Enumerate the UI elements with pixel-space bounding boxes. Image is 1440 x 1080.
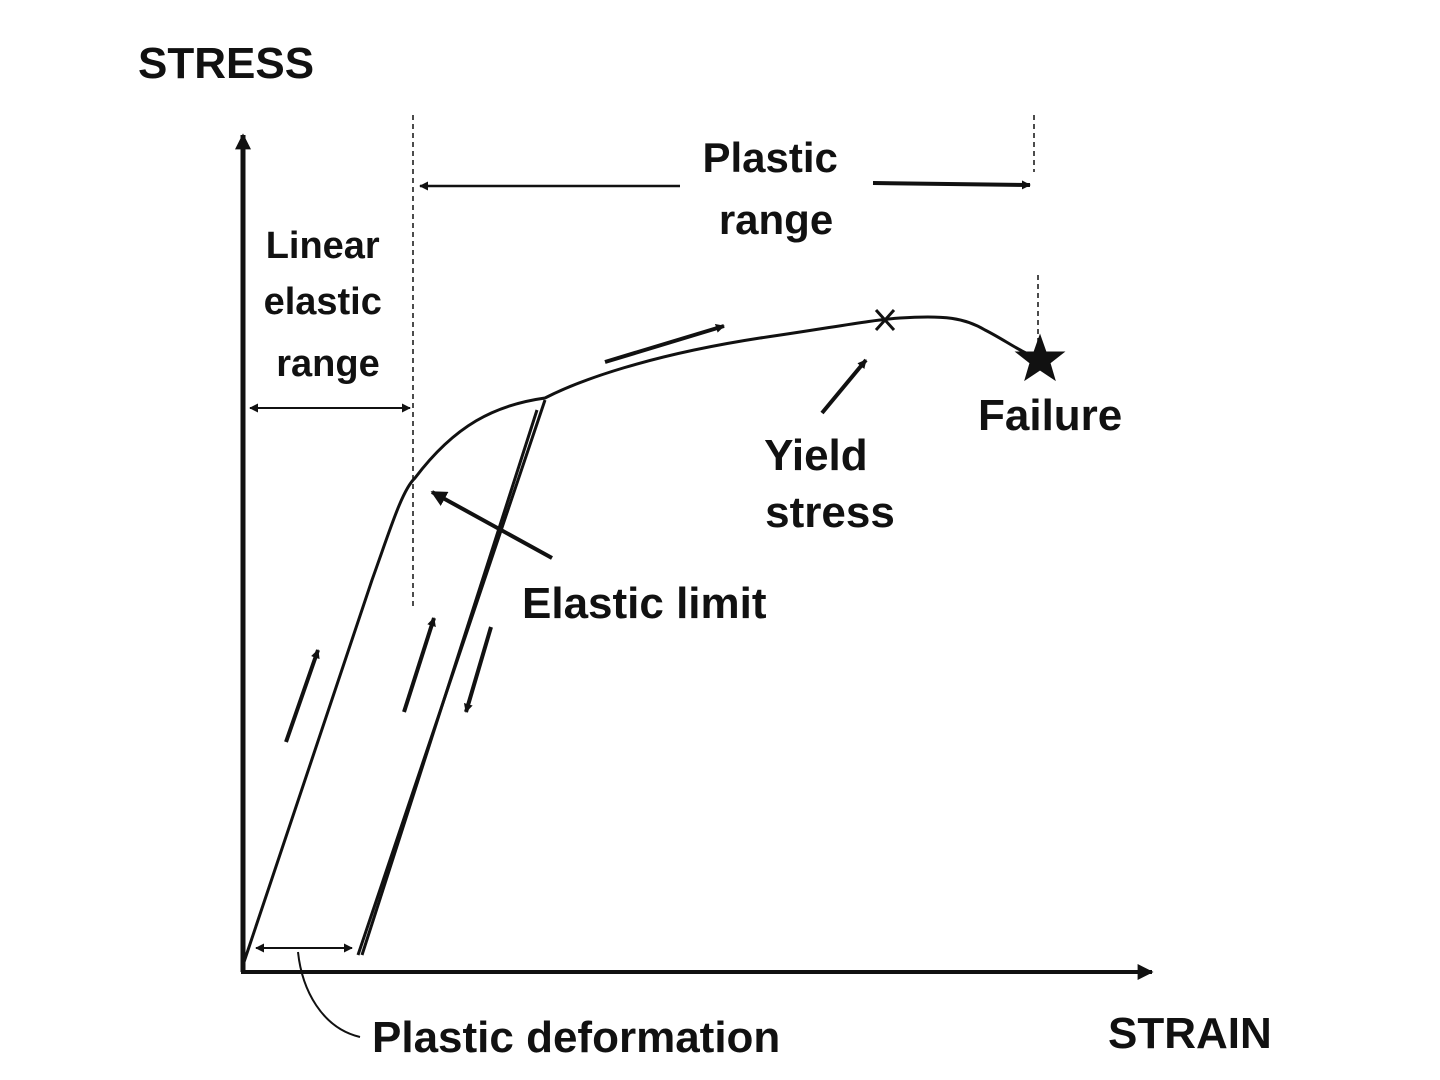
failure-star-icon xyxy=(1014,333,1066,382)
unloading-direction-arrow xyxy=(463,626,493,713)
loading-direction-arrow xyxy=(284,649,320,743)
stress-strain-curve xyxy=(242,315,1039,963)
yield-stress-pointer xyxy=(820,358,868,415)
elastic-limit-pointer xyxy=(430,490,553,560)
plastic-range-arrow-right xyxy=(872,180,1031,190)
linear-elastic-range-label: Linear elastic range xyxy=(264,225,393,385)
failure-label: Failure xyxy=(978,391,1122,440)
strain-axis-label: STRAIN xyxy=(1108,1009,1272,1058)
reloading-direction-arrow xyxy=(402,617,436,713)
plastic-deformation-leader xyxy=(297,951,361,1038)
plastic-flow-direction-arrow xyxy=(604,324,725,364)
plastic-range-label: Plastic range xyxy=(702,134,849,243)
elastic-limit-label: Elastic limit xyxy=(522,579,767,628)
yield-stress-label: Yield stress xyxy=(764,431,895,537)
stress-axis-label: STRESS xyxy=(138,39,314,88)
plastic-deformation-label: Plastic deformation xyxy=(372,1013,780,1062)
reloading-line xyxy=(360,409,539,956)
yield-stress-marker xyxy=(874,308,896,332)
